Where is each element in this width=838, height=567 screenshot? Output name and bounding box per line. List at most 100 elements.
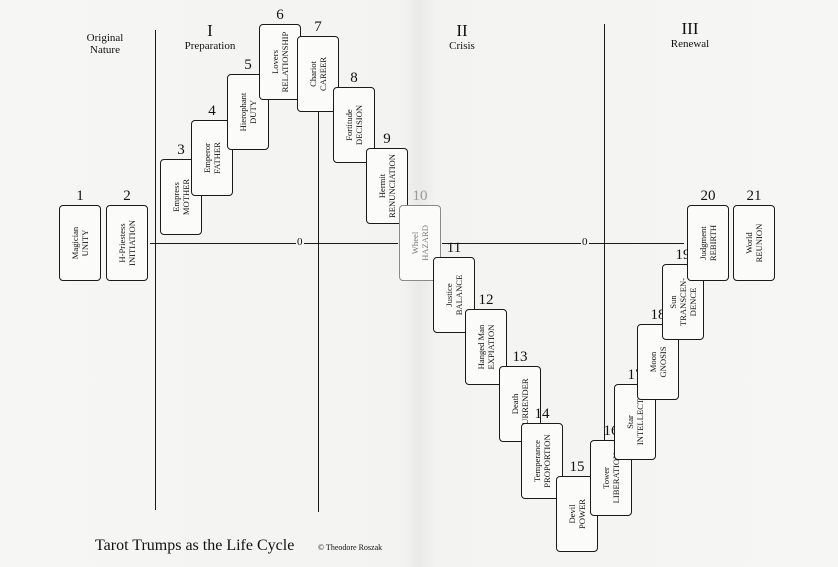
card-number: 5 [244,57,252,73]
stage-heading-original: Original Nature [70,32,140,56]
card-keyword: HAZARD [420,225,430,261]
stage-name: Original Nature [86,32,124,56]
zero-label-left: 0 [296,236,304,248]
card-title: Moon [648,351,658,373]
divider-crisis-renewal [604,24,606,444]
stage-heading-crisis: II Crisis [432,21,492,53]
card-number: 21 [746,188,762,204]
card-number: 9 [383,131,391,147]
card-title: Hierophant [238,92,248,132]
stage-numeral: II [456,21,468,40]
card-keyword: BALANCE [454,274,464,316]
card-number: 1 [76,188,84,204]
card-number: 3 [177,142,185,158]
stage-name: Crisis [449,40,475,52]
card-number: 14 [534,406,550,422]
card-keyword: FATHER [212,142,222,174]
card-number: 10 [412,188,428,204]
card-keyword: RELATIONSHIP [280,31,290,93]
card-keyword: REBIRTH [708,224,718,262]
card-title: Temperance [532,440,542,482]
card-title: Magician [70,226,80,260]
card-title: Empress [171,182,181,212]
stage-name: Preparation [184,40,236,52]
card-number: 7 [314,19,322,35]
card-number: 2 [123,188,131,204]
card-number: 4 [208,103,216,119]
card-number: 11 [446,240,462,256]
card-keyword: CAREER [318,57,328,91]
card-title: Death [510,393,520,415]
stage-heading-preparation: I Preparation [170,21,250,53]
card-keyword: INITIATION [127,220,137,266]
stage-numeral: III [681,19,699,38]
card-number: 20 [700,188,716,204]
card-title: Star [625,415,635,429]
card-title: Devil [567,504,577,524]
zero-baseline-right [442,243,684,245]
card-title: Emperor [202,142,212,174]
card-title: Justice [444,283,454,307]
card-keyword: POWER [577,498,587,530]
card-number: 8 [350,70,358,86]
card-keyword: RENUNCIATION [387,154,397,218]
card-title: Hermit [377,173,387,199]
card-title: Sun [668,295,678,309]
card-keyword: DECISION [354,104,364,146]
card-keyword: DUTY [248,100,258,124]
card-title: Tower [601,467,611,489]
card-title: Fortitude [344,109,354,141]
card-keyword: UNITY [80,229,90,257]
diagram-caption: Tarot Trumps as the Life Cycle [95,537,295,554]
stage-name: Renewal [670,38,710,50]
card-title: World [744,232,754,254]
zero-label-right: 0 [581,236,589,248]
card-number: 6 [276,7,284,23]
zero-baseline-left [150,243,398,245]
stage-heading-renewal: III Renewal [655,19,725,51]
card-title: Hanged Man [476,324,486,370]
card-keyword: PROPORTION [542,434,552,488]
card-keyword: EXPIATION [486,324,496,370]
divider-preparation-crisis [318,110,320,512]
card-title: H-Priestess [117,223,127,263]
stage-numeral: I [207,21,213,40]
divider-original-preparation [155,30,157,510]
copyright-credit: © Theodore Roszak [318,543,383,552]
card-number: 12 [478,292,494,308]
card-number: 13 [512,349,528,365]
card-number: 19 [675,247,691,263]
card-number: 18 [650,307,666,323]
card-title: Wheel [410,231,420,255]
card-title: Chariot [308,61,318,87]
card-number: 15 [569,459,585,475]
card-title: Lovers [270,50,280,74]
